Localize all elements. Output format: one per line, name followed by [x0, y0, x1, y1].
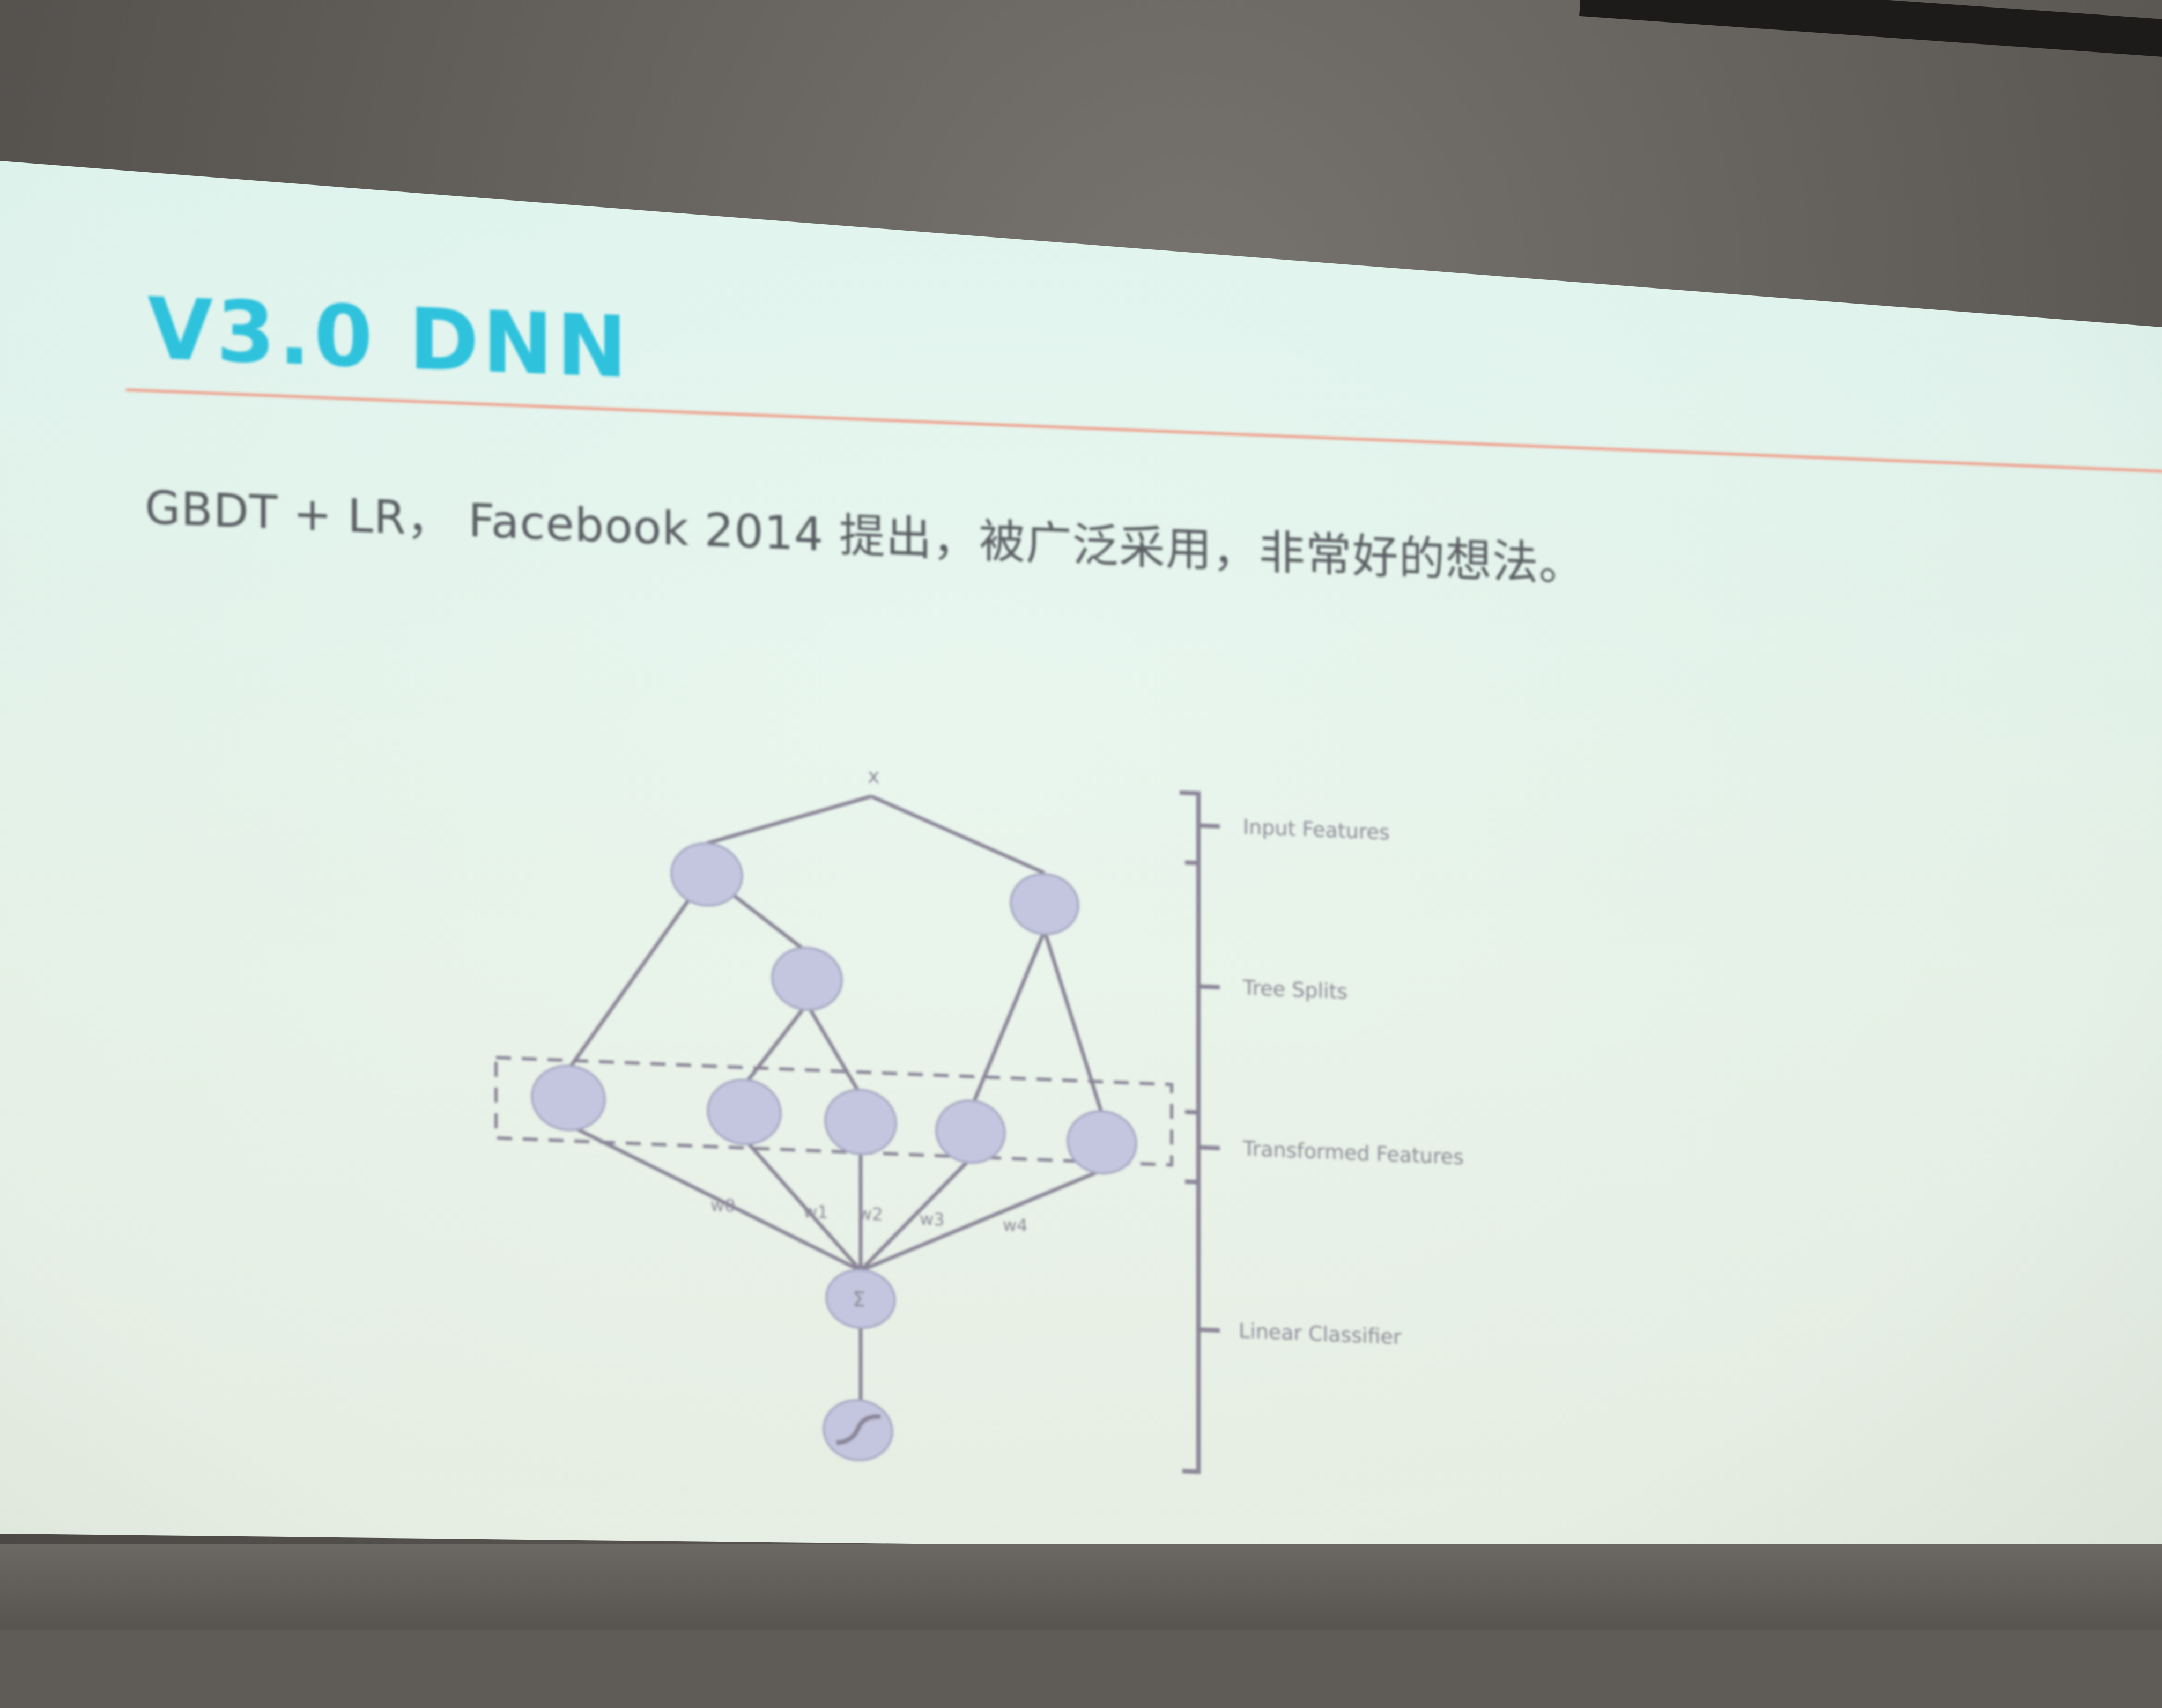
leaf-node-4: [935, 1099, 1006, 1164]
weight-label-3: w3: [920, 1209, 945, 1230]
weight-label-2: w2: [858, 1203, 883, 1225]
classifier-edges: [567, 1123, 1103, 1402]
leaf-node-5: [1067, 1110, 1137, 1175]
tree-edges: [569, 794, 1104, 1115]
weight-label-4: w4: [1003, 1215, 1028, 1236]
layer-label-classifier: Linear Classifier: [1239, 1319, 1402, 1349]
leaf-node-2: [707, 1078, 782, 1145]
input-x-label: x: [868, 764, 879, 788]
weight-label-0: w0: [710, 1195, 736, 1216]
layer-label-tree-splits: Tree Splits: [1242, 976, 1347, 1004]
weight-label-1: w1: [803, 1201, 828, 1223]
projection-screen: [0, 161, 2162, 1558]
sigmoid-icon: [836, 1414, 881, 1445]
layer-label-transformed: Transformed Features: [1242, 1137, 1464, 1169]
layer-label-input: Input Features: [1243, 815, 1390, 845]
screen-shading: [0, 161, 2162, 1558]
screen-bottom-edge: [0, 1544, 2162, 1630]
layer-brace: [1180, 790, 1220, 1474]
sum-label: Σ: [853, 1288, 865, 1312]
sum-node: [825, 1269, 896, 1329]
tree1-split-node: [771, 947, 843, 1011]
leaf-node-3: [824, 1089, 897, 1156]
tree1-root-node: [670, 842, 743, 907]
tree2-root-node: [1010, 873, 1079, 935]
transformed-features-box: [494, 1055, 1173, 1167]
leaf-node-1: [531, 1064, 606, 1132]
